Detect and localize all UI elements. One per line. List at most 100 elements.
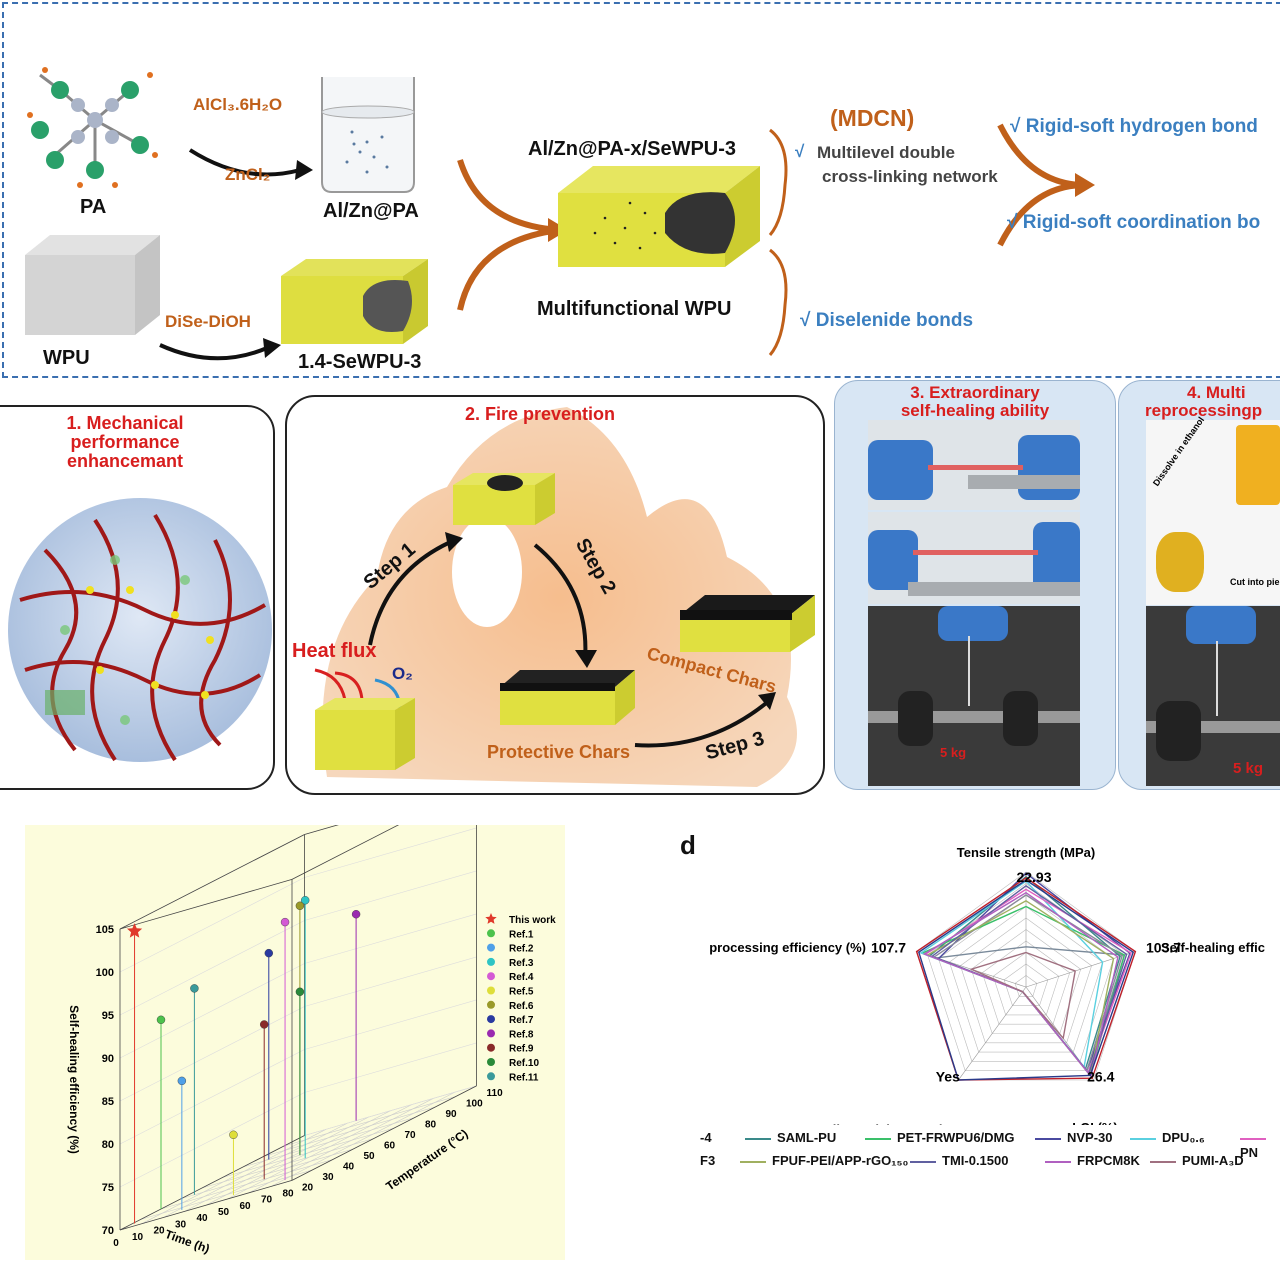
- z-tick-label: 75: [102, 1182, 114, 1194]
- x-tick-label: 60: [239, 1201, 251, 1212]
- reaction-arrow-2: [159, 338, 281, 361]
- wall-grid-line: [304, 999, 477, 1050]
- floor-grid-line: [162, 1122, 348, 1218]
- legend-label: Ref.4: [509, 972, 534, 983]
- legend-label: This work: [509, 915, 556, 926]
- legend-label: Ref.8: [509, 1029, 534, 1040]
- floor-grid-line: [222, 1127, 395, 1178]
- floor-grid-line: [160, 1159, 334, 1210]
- legend-label: Ref.10: [509, 1058, 539, 1069]
- legend-label: Ref.7: [509, 1015, 534, 1026]
- data-point: [190, 984, 199, 993]
- radar-grid-ring: [960, 917, 1092, 1044]
- z-tick-label: 95: [102, 1010, 114, 1022]
- legend-label: Ref.3: [509, 958, 534, 969]
- radar-grid-ring: [970, 929, 1082, 1034]
- legend-label: Ref.2: [509, 944, 534, 955]
- wall-grid-line: [119, 920, 305, 1016]
- y-tick-label: 110: [487, 1088, 504, 1099]
- box-edge: [304, 784, 477, 835]
- bond-hydrogen-text: Rigid-soft hydrogen bond: [1025, 116, 1258, 137]
- weight-label-2: 5 kg: [1233, 760, 1264, 777]
- box-edge: [119, 1180, 293, 1231]
- radar-spoke: [958, 986, 1027, 1081]
- radar-grid-ring: [949, 906, 1103, 1053]
- data-point: [351, 910, 361, 919]
- z-tick-label: 90: [102, 1053, 114, 1065]
- photo-stretch-1: [868, 420, 1080, 510]
- panel-reprocessing-title: 4. Multi reprocessingp: [1145, 384, 1280, 420]
- panel-self-healing-title: 3. Extraordinary self-healing ability: [850, 384, 1100, 420]
- data-point-star: [126, 923, 143, 938]
- y-tick-label: 80: [425, 1119, 437, 1130]
- step1-arrow: [368, 532, 463, 646]
- y-axis-label: Temperature (°C): [383, 1126, 470, 1193]
- box-edge: [119, 834, 305, 930]
- pa-label: PA: [80, 196, 107, 218]
- radar-legend-item: DPU₀.₆: [1130, 1130, 1205, 1145]
- data-point: [229, 1130, 238, 1139]
- radar-legend-label: -4: [700, 1130, 712, 1145]
- legend-marker: [487, 1072, 495, 1081]
- photo-weight-lift-2: [1146, 606, 1280, 786]
- composite-label: Al/Zn@PA-x/SeWPU-3: [528, 138, 737, 160]
- floor-grid-line: [242, 1117, 416, 1168]
- legend-marker: [487, 1058, 495, 1066]
- box-edge: [291, 784, 477, 880]
- wall-grid-line: [304, 913, 477, 964]
- panel-mechanical-title: 1. Mechanical performance enhancemant: [40, 414, 210, 471]
- z-tick-label: 100: [96, 967, 114, 979]
- alzn-pa-label: Al/Zn@PA: [323, 200, 419, 222]
- panel-reprocessing-title-line-2: reprocessingp: [1145, 400, 1263, 420]
- step3-arrow: [634, 692, 776, 748]
- scatter3d-frame: [119, 784, 477, 1231]
- y-tick-label: 100: [466, 1098, 483, 1109]
- radar-grid-ring: [992, 952, 1060, 1016]
- radar-legend-label: PET-FRWPU6/DMG: [897, 1130, 1015, 1145]
- y-tick-label: 40: [343, 1161, 355, 1172]
- legend-marker: [487, 943, 495, 952]
- panel-self-healing-title-line-2: self-healing ability: [900, 400, 1050, 420]
- x-tick-label: 30: [175, 1219, 187, 1230]
- x-tick-label: 20: [153, 1226, 165, 1237]
- radar-chart-svg: Tensile strength (MPa)Self-healing effic…: [709, 845, 1265, 1125]
- x-tick-label: 40: [196, 1213, 208, 1224]
- radar-max-label: 26.4: [1087, 1068, 1114, 1084]
- radar-series-line: [915, 876, 1137, 1081]
- data-point: [295, 987, 305, 996]
- wall-grid-line: [119, 877, 305, 973]
- x-tick-label: 0: [113, 1238, 119, 1249]
- radar-series-line: [917, 879, 1135, 1081]
- x-tick-label: 10: [132, 1232, 144, 1243]
- heat-flux-label: Heat flux: [292, 640, 377, 662]
- radar-legend-item: SAML-PU: [745, 1130, 836, 1145]
- bond-coordination-check: √: [1007, 212, 1018, 233]
- radar-legend-swatch: [740, 1160, 766, 1163]
- radar-legend-item: PUMI-A₃D: [1150, 1153, 1244, 1168]
- bond-hydrogen-check: √: [1010, 116, 1021, 137]
- radar-series-line: [969, 951, 1076, 1040]
- cut-label: Cut into pie: [1230, 577, 1280, 587]
- panel-fire-title: 2. Fire prevention: [464, 404, 616, 424]
- data-point: [156, 1015, 166, 1025]
- sewpu-label: 1.4-SeWPU-3: [298, 351, 422, 373]
- x-axis-label: Time (h): [163, 1227, 211, 1256]
- wall-grid-line: [119, 1006, 305, 1102]
- floor-grid-line: [248, 1098, 434, 1194]
- radar-legend-item: FPUF-PEI/APP-rGO₁₅₀: [740, 1153, 908, 1168]
- y-tick-label: 60: [384, 1140, 396, 1151]
- legend-marker: [487, 1015, 495, 1024]
- z-tick-label: 70: [102, 1225, 114, 1237]
- data-point: [280, 917, 290, 927]
- reaction-arrow-1: [188, 148, 313, 180]
- radar-legend-label: F3: [700, 1153, 716, 1168]
- legend-label: Ref.9: [509, 1044, 534, 1055]
- data-point: [301, 896, 310, 905]
- radar-legend-label: FPUF-PEI/APP-rGO₁₅₀: [772, 1153, 909, 1168]
- wpu-block-icon: [25, 235, 160, 335]
- split-arrow: [997, 123, 1095, 247]
- radar-grid-ring: [938, 894, 1114, 1062]
- floor-grid-line: [181, 1148, 354, 1199]
- radar-max-label: 103.7: [1146, 940, 1181, 956]
